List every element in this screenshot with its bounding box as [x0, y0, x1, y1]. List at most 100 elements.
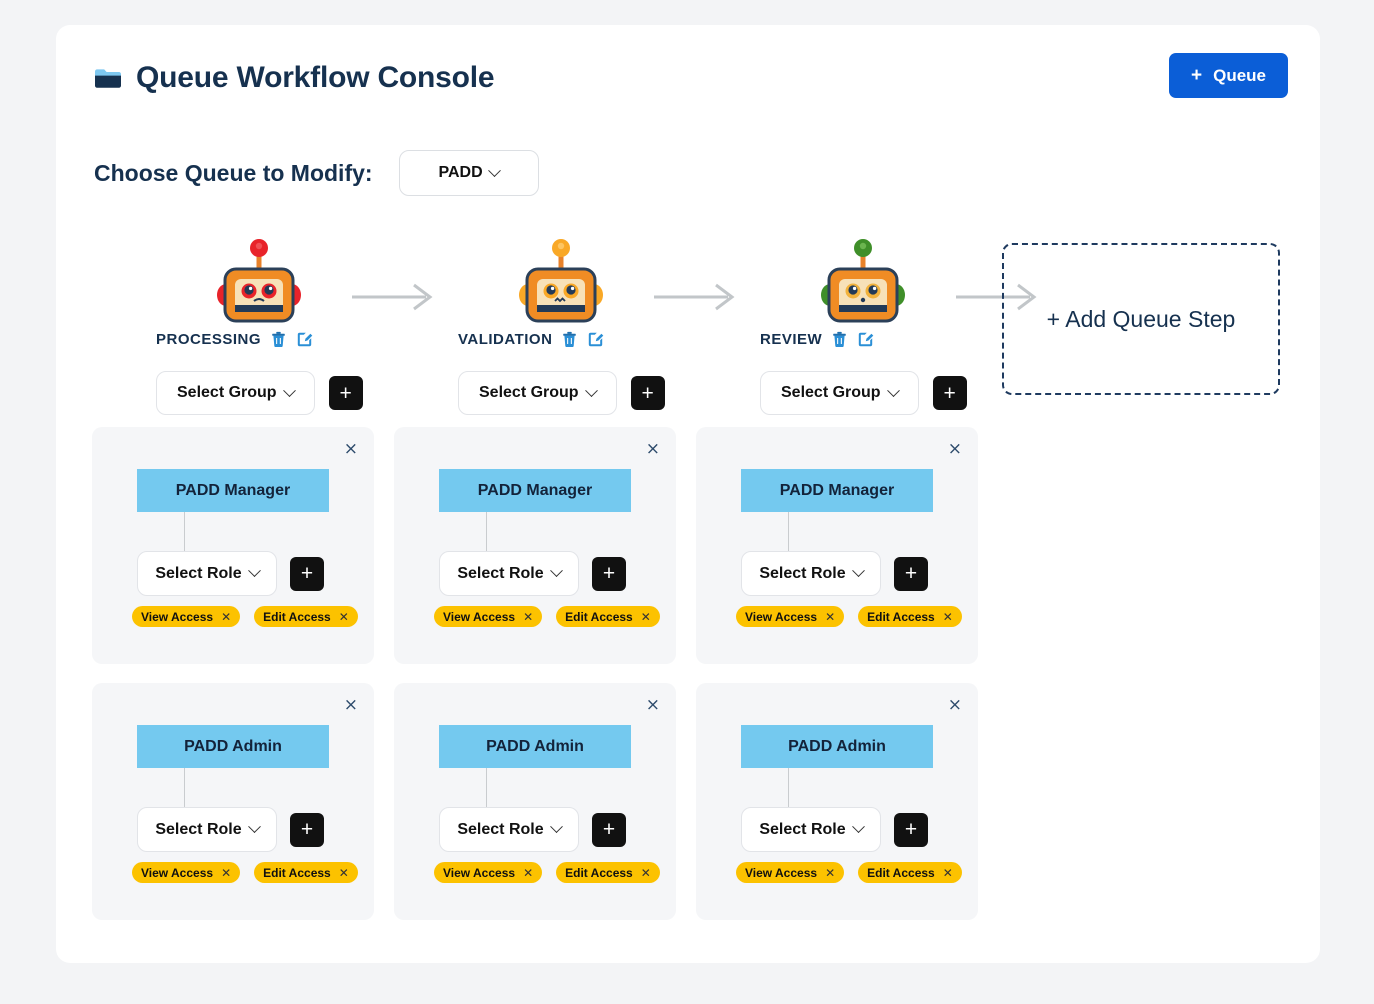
status-badge[interactable]: Edit Access ✕ — [254, 862, 358, 883]
remove-badge-icon[interactable]: ✕ — [523, 866, 533, 880]
group-select-validation[interactable]: Select Group — [458, 371, 617, 415]
badge-label: View Access — [745, 866, 817, 880]
status-badge[interactable]: Edit Access ✕ — [254, 606, 358, 627]
role-select[interactable]: Select Role — [439, 551, 579, 596]
add-role-button[interactable]: + — [592, 557, 626, 591]
group-card-controls: Select Role + — [439, 551, 626, 596]
remove-badge-icon[interactable]: ✕ — [339, 866, 349, 880]
group-card-title: PADD Admin — [137, 725, 329, 768]
status-badge[interactable]: View Access ✕ — [132, 606, 240, 627]
group-card-title: PADD Admin — [741, 725, 933, 768]
edit-icon[interactable] — [857, 331, 874, 348]
chevron-down-icon — [550, 820, 563, 833]
remove-badge-icon[interactable]: ✕ — [339, 610, 349, 624]
remove-badge-icon[interactable]: ✕ — [943, 610, 953, 624]
group-card-title: PADD Manager — [137, 469, 329, 512]
badge-label: View Access — [443, 610, 515, 624]
add-queue-button[interactable]: + Queue — [1169, 53, 1288, 98]
close-icon[interactable]: × — [646, 441, 660, 458]
remove-badge-icon[interactable]: ✕ — [523, 610, 533, 624]
group-card: × PADD Manager Select Role + View Access — [394, 427, 676, 664]
status-badge[interactable]: View Access ✕ — [434, 862, 542, 883]
edit-icon[interactable] — [296, 331, 313, 348]
remove-badge-icon[interactable]: ✕ — [221, 610, 231, 624]
add-group-button-processing[interactable]: + — [329, 376, 363, 410]
trash-icon[interactable] — [831, 331, 848, 348]
close-icon[interactable]: × — [344, 697, 358, 714]
role-select[interactable]: Select Role — [741, 551, 881, 596]
status-badge[interactable]: Edit Access ✕ — [858, 862, 962, 883]
workflow-step-validation: VALIDATION — [458, 221, 758, 431]
chevron-down-icon — [852, 564, 865, 577]
add-group-button-validation[interactable]: + — [631, 376, 665, 410]
add-queue-step-button[interactable]: + Add Queue Step — [1002, 243, 1280, 395]
status-badge[interactable]: View Access ✕ — [132, 862, 240, 883]
workflow-steps: PROCESSING — [56, 221, 1320, 431]
step-controls-validation: Select Group + — [458, 371, 665, 415]
access-badges: View Access ✕ Edit Access ✕ — [132, 862, 358, 883]
step-name-processing: PROCESSING — [156, 331, 261, 348]
step-header-validation: VALIDATION — [458, 331, 698, 348]
group-select-processing[interactable]: Select Group — [156, 371, 315, 415]
close-icon[interactable]: × — [344, 441, 358, 458]
chevron-down-icon — [887, 384, 900, 397]
remove-badge-icon[interactable]: ✕ — [641, 610, 651, 624]
role-select[interactable]: Select Role — [741, 807, 881, 852]
connector-line — [486, 512, 487, 554]
status-badge[interactable]: View Access ✕ — [736, 862, 844, 883]
badge-label: View Access — [141, 610, 213, 624]
close-icon[interactable]: × — [646, 697, 660, 714]
remove-badge-icon[interactable]: ✕ — [825, 866, 835, 880]
title-group: Queue Workflow Console — [94, 61, 494, 95]
status-badge[interactable]: View Access ✕ — [736, 606, 844, 627]
badge-label: Edit Access — [263, 866, 331, 880]
page-title: Queue Workflow Console — [136, 61, 494, 95]
access-badges: View Access ✕ Edit Access ✕ — [132, 606, 358, 627]
close-icon[interactable]: × — [948, 697, 962, 714]
remove-badge-icon[interactable]: ✕ — [825, 610, 835, 624]
trash-icon[interactable] — [270, 331, 287, 348]
edit-icon[interactable] — [587, 331, 604, 348]
group-card: × PADD Manager Select Role + View Access — [92, 427, 374, 664]
step-controls-processing: Select Group + — [156, 371, 363, 415]
connector-line — [788, 512, 789, 554]
group-card-controls: Select Role + — [439, 807, 626, 852]
role-select[interactable]: Select Role — [137, 807, 277, 852]
group-card-title: PADD Manager — [741, 469, 933, 512]
add-queue-button-label: Queue — [1213, 66, 1266, 86]
badge-label: View Access — [443, 866, 515, 880]
remove-badge-icon[interactable]: ✕ — [943, 866, 953, 880]
status-badge[interactable]: View Access ✕ — [434, 606, 542, 627]
queue-select[interactable]: PADD — [399, 150, 539, 196]
remove-badge-icon[interactable]: ✕ — [641, 866, 651, 880]
badge-label: Edit Access — [867, 866, 935, 880]
group-card-title: PADD Manager — [439, 469, 631, 512]
role-select[interactable]: Select Role — [439, 807, 579, 852]
status-badge[interactable]: Edit Access ✕ — [556, 862, 660, 883]
group-card-grid: × PADD Manager Select Role + View Access — [92, 427, 1292, 939]
access-badges: View Access ✕ Edit Access ✕ — [736, 862, 962, 883]
add-role-button[interactable]: + — [894, 557, 928, 591]
add-role-button[interactable]: + — [290, 557, 324, 591]
group-card-row: × PADD Manager Select Role + View Access — [92, 427, 1292, 664]
group-select-review[interactable]: Select Group — [760, 371, 919, 415]
console-panel: Queue Workflow Console + Queue Choose Qu… — [56, 25, 1320, 963]
step-header-processing: PROCESSING — [156, 331, 396, 348]
group-card-controls: Select Role + — [741, 551, 928, 596]
connector-line — [486, 768, 487, 810]
group-card-controls: Select Role + — [137, 807, 324, 852]
role-select[interactable]: Select Role — [137, 551, 277, 596]
add-role-button[interactable]: + — [894, 813, 928, 847]
add-role-button[interactable]: + — [290, 813, 324, 847]
trash-icon[interactable] — [561, 331, 578, 348]
add-role-button[interactable]: + — [592, 813, 626, 847]
status-badge[interactable]: Edit Access ✕ — [858, 606, 962, 627]
group-card: × PADD Admin Select Role + View Access — [696, 683, 978, 920]
add-group-button-review[interactable]: + — [933, 376, 967, 410]
close-icon[interactable]: × — [948, 441, 962, 458]
group-card: × PADD Admin Select Role + View Access — [394, 683, 676, 920]
status-badge[interactable]: Edit Access ✕ — [556, 606, 660, 627]
badge-label: Edit Access — [263, 610, 331, 624]
remove-badge-icon[interactable]: ✕ — [221, 866, 231, 880]
role-select-value: Select Role — [457, 565, 543, 583]
